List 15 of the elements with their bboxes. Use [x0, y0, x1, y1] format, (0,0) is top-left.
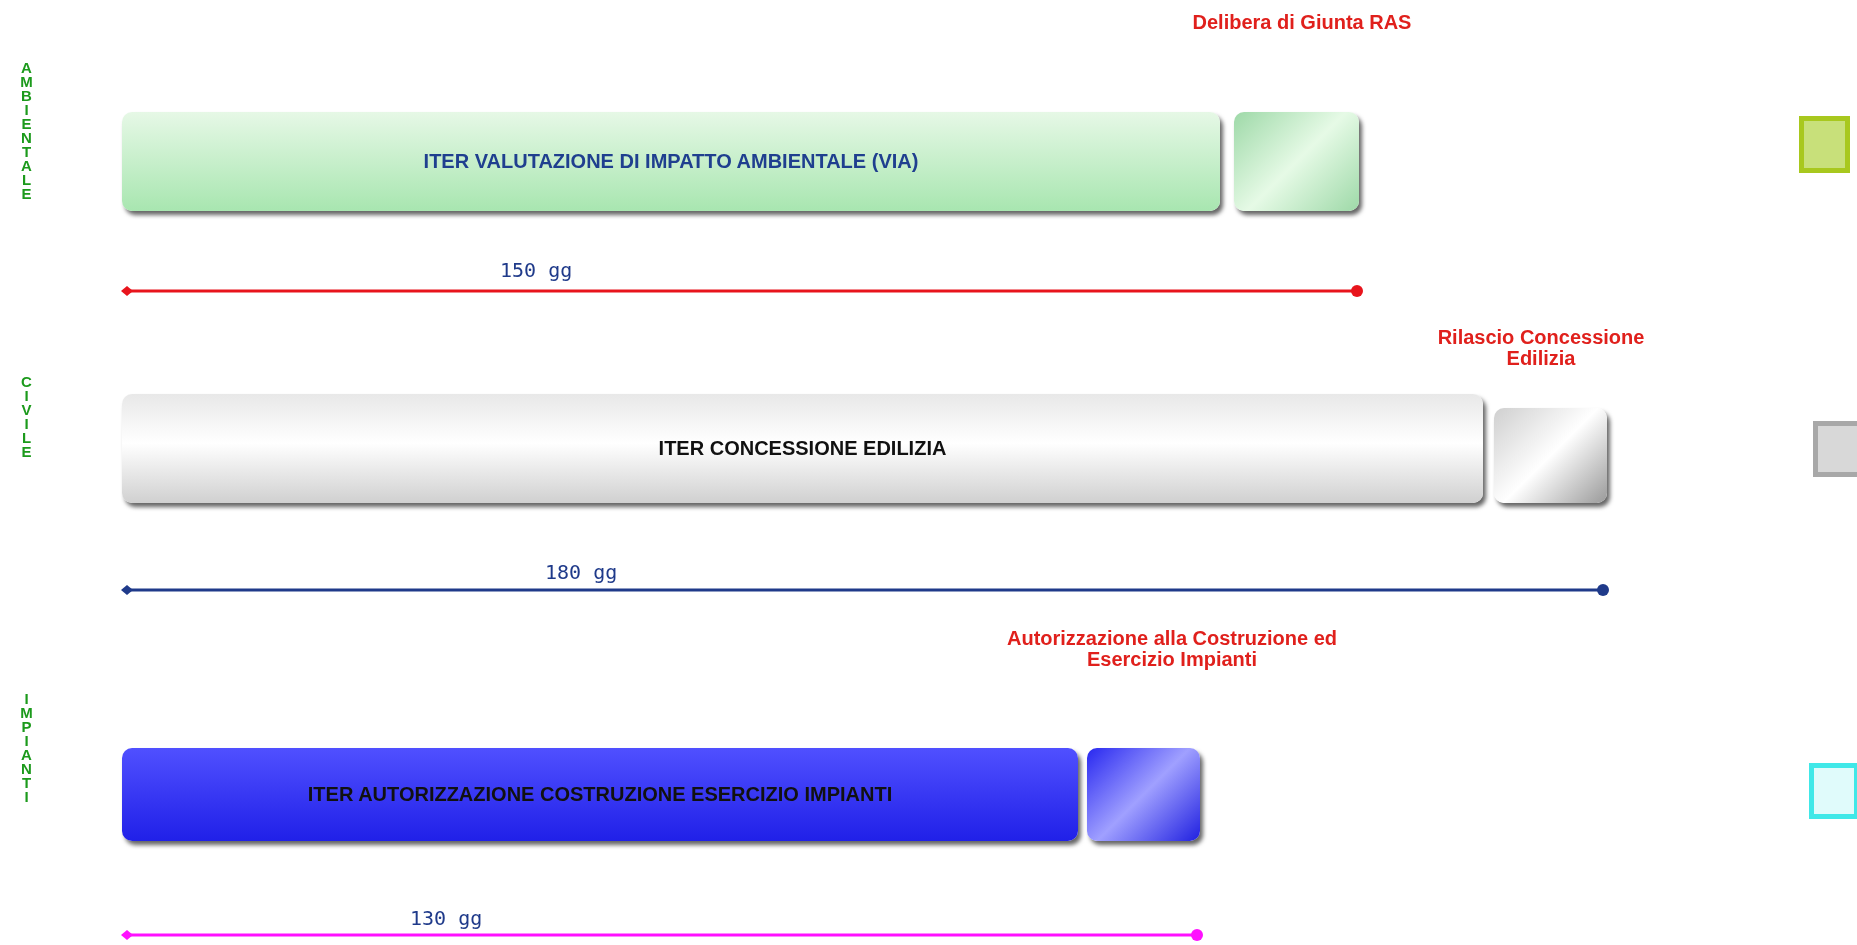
milestone-heading: Rilascio Concessione Edilizia	[1436, 327, 1646, 369]
milestone-heading: Autorizzazione alla Costruzione ed Esercizio Impianti	[1005, 628, 1338, 670]
category-label: IMPIANTI	[18, 690, 35, 802]
category-label: AMBIENTALE	[18, 59, 35, 199]
category-label: CIVILE	[18, 373, 35, 457]
duration-label: 130 gg	[410, 906, 483, 930]
color-square	[1799, 116, 1850, 173]
color-square	[1813, 421, 1857, 477]
phase-bar: ITER VALUTAZIONE DI IMPATTO AMBIENTALE (VIA)	[122, 112, 1220, 211]
phase-bar: ITER CONCESSIONE EDILIZIA	[122, 394, 1483, 503]
color-square	[1809, 763, 1857, 819]
duration-label: 150 gg	[500, 258, 573, 282]
phase-bar: ITER AUTORIZZAZIONE COSTRUZIONE ESERCIZIO IMPIANTI	[122, 748, 1078, 841]
duration-label: 180 gg	[545, 560, 618, 584]
milestone-heading: Delibera di Giunta RAS	[1192, 12, 1412, 33]
